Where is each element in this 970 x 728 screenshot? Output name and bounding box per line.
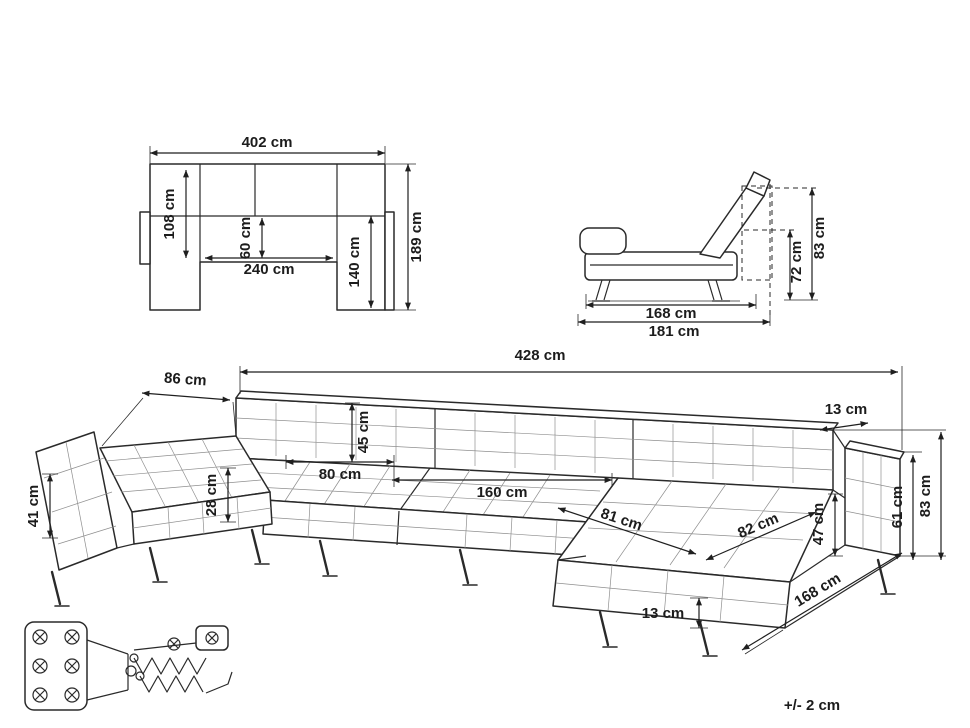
arrowhead [259, 250, 265, 258]
dim-side-backrest-height: 72 cm [788, 241, 805, 284]
arrowhead [820, 426, 828, 432]
arrowhead [688, 548, 696, 555]
arrowhead [325, 255, 333, 261]
side-backrest-upright-dashed [741, 185, 773, 281]
dim-top-chaise-depth: 140 cm [346, 237, 363, 288]
arrowhead [225, 468, 231, 476]
top-view-left-arm [139, 211, 151, 265]
mechanism-end-bolts [167, 631, 219, 651]
side-headrest-flap [745, 171, 771, 197]
mechanism-spring-bottom [139, 675, 204, 693]
arrowhead [696, 598, 702, 606]
arrowhead [225, 514, 231, 522]
arrowhead [386, 459, 394, 465]
arrowhead [377, 150, 385, 156]
dim-side-total-depth: 181 cm [649, 323, 700, 340]
arrowhead [808, 512, 816, 518]
dim-top-total-depth: 189 cm [408, 212, 425, 263]
arrowhead [809, 188, 815, 196]
arrowhead [349, 454, 355, 462]
arrowhead [47, 530, 53, 538]
arrowhead [578, 319, 586, 325]
arrowhead [762, 319, 770, 325]
mechanism-linkage [86, 639, 129, 701]
arrowhead [183, 170, 189, 178]
dim-front-seat-height: 41 cm [25, 485, 42, 528]
arrowhead [142, 390, 150, 397]
dim-front-leg-height: 13 cm [642, 605, 685, 622]
dim-front-seat-width-small: 80 cm [319, 466, 362, 483]
arrowhead [894, 553, 902, 560]
arrowhead [809, 292, 815, 300]
top-view-right-arm [384, 211, 395, 311]
dim-top-body-depth: 108 cm [161, 189, 178, 240]
arrowhead [742, 643, 750, 650]
perspective-view-drawing: 428 cm 86 cm 45 cm 41 cm 28 cm 80 cm 160… [25, 347, 946, 657]
tolerance-note: +/- 2 cm [784, 697, 840, 714]
top-view-inner-lines [150, 164, 385, 262]
dim-front-overall-height: 83 cm [917, 475, 934, 518]
sofa-backrest-top [235, 390, 839, 431]
arrowhead [150, 150, 158, 156]
arrowhead [222, 396, 230, 403]
side-seat-base [584, 251, 738, 281]
arrowhead [368, 216, 374, 224]
arrowhead [787, 230, 793, 238]
arrowhead [586, 302, 594, 308]
sofa-legs [50, 528, 896, 657]
arrowhead [259, 218, 265, 226]
arrowhead [349, 403, 355, 411]
arrowhead [558, 507, 566, 514]
dim-front-chaise-width: 86 cm [163, 370, 207, 390]
mechanism-drawing [24, 621, 233, 711]
arrowhead [832, 494, 838, 502]
mechanism-spring-top [133, 657, 207, 675]
arrowhead [205, 255, 213, 261]
arrowhead [392, 477, 400, 483]
arrowhead [47, 474, 53, 482]
arrowhead [183, 250, 189, 258]
dim-side-total-height: 83 cm [811, 217, 828, 260]
arrowhead [890, 369, 898, 375]
dim-top-inner-width: 240 cm [244, 261, 295, 278]
arrowhead [696, 620, 702, 628]
arrowhead [405, 302, 411, 310]
arrowhead [938, 552, 944, 560]
arrowhead [787, 292, 793, 300]
dim-front-chaise-front-height: 47 cm [810, 503, 827, 546]
arrowhead [938, 432, 944, 440]
side-view-drawing: 72 cm 83 cm 168 cm 181 cm [577, 171, 828, 340]
side-backrest-reclined [699, 187, 765, 259]
arrowhead [706, 554, 714, 560]
arrowhead [604, 477, 612, 483]
arrowhead [405, 164, 411, 172]
mechanism-pivot [125, 665, 137, 677]
arrowhead [748, 302, 756, 308]
top-view-drawing: 402 cm 108 cm 60 cm 240 cm 140 cm 189 cm [139, 134, 425, 311]
arrowhead [286, 459, 294, 465]
dim-front-cushion-height: 28 cm [203, 474, 220, 517]
dim-front-seat-width-large: 160 cm [477, 484, 528, 501]
mechanism-mount-plate [24, 621, 88, 711]
mechanism-bolt-icons [32, 629, 80, 703]
dim-front-total-width: 428 cm [515, 347, 566, 364]
arrowhead [910, 552, 916, 560]
dim-front-backrest-height: 45 cm [355, 411, 372, 454]
arrowhead [832, 548, 838, 556]
dim-front-armrest-width: 13 cm [825, 401, 868, 418]
dim-top-seat-depth: 60 cm [237, 217, 254, 260]
dim-front-armrest-height: 61 cm [889, 486, 906, 529]
mechanism-tail [205, 671, 233, 694]
dim-top-total-width: 402 cm [242, 134, 293, 151]
arrowhead [240, 369, 248, 375]
arrowhead [910, 455, 916, 463]
arrowhead [860, 421, 868, 427]
side-armrest [579, 227, 627, 255]
dim-side-base-depth: 168 cm [646, 305, 697, 322]
arrowhead [368, 300, 374, 308]
